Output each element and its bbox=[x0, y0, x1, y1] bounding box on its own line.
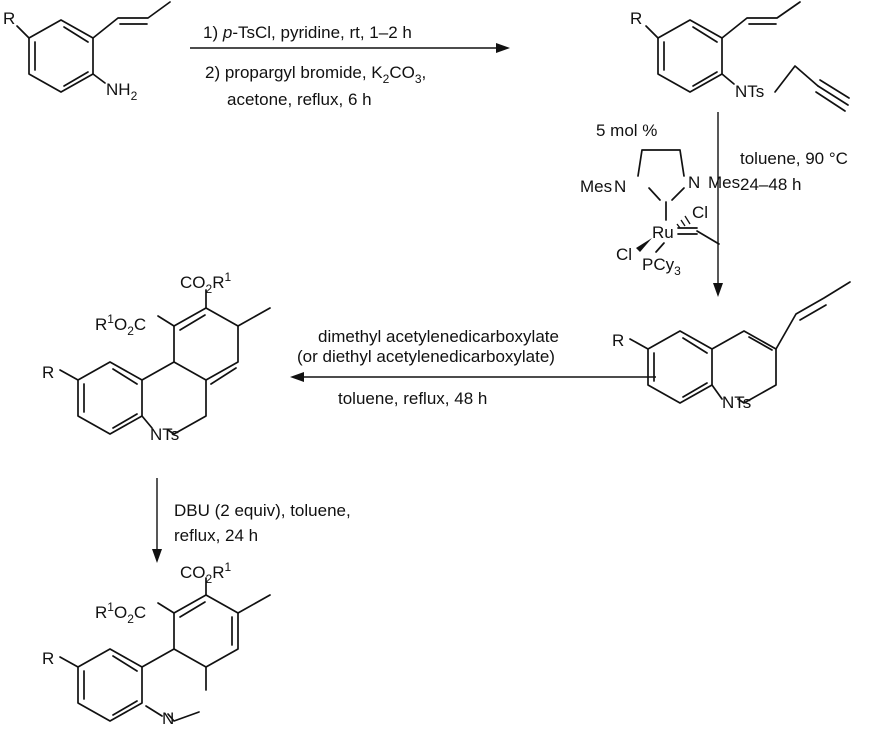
reaction-arrow-3 bbox=[290, 372, 656, 382]
nts-label: NTs bbox=[150, 425, 179, 444]
r-label: R bbox=[612, 331, 624, 350]
step-4-line-1: DBU (2 equiv), toluene, bbox=[174, 501, 351, 520]
n-label: N bbox=[162, 709, 174, 728]
reaction-arrow-1 bbox=[190, 43, 510, 53]
r1o2c-label: R1O2C bbox=[95, 600, 146, 626]
step-3-conditions: dimethyl acetylenedicarboxylate (or diet… bbox=[297, 327, 559, 408]
step-4-line-2: reflux, 24 h bbox=[174, 526, 258, 545]
step-1-conditions: 1) p-TsCl, pyridine, rt, 1–2 h 2) propar… bbox=[203, 23, 426, 109]
r-label: R bbox=[630, 9, 642, 28]
starting-aniline: R NH2 bbox=[3, 1, 171, 103]
grubbs-catalyst: 5 mol % Mes N N Mes Ru Cl Cl PCy3 bbox=[580, 121, 740, 278]
step-1-line-2: 2) propargyl bromide, K2CO3, bbox=[205, 63, 426, 86]
nts-label: NTs bbox=[722, 393, 751, 412]
cl-lower: Cl bbox=[616, 245, 632, 264]
step-4-conditions: DBU (2 equiv), toluene, reflux, 24 h bbox=[174, 501, 351, 545]
catalyst-loading: 5 mol % bbox=[596, 121, 657, 140]
mes-right: Mes bbox=[708, 173, 740, 192]
co2r1-label: CO2R1 bbox=[180, 270, 231, 296]
r-label: R bbox=[42, 649, 54, 668]
step-2-conditions: toluene, 90 °C 24–48 h bbox=[740, 149, 848, 194]
step-2-line-2: 24–48 h bbox=[740, 175, 801, 194]
pcy3-label: PCy3 bbox=[642, 255, 681, 278]
nts-label: NTs bbox=[735, 82, 764, 101]
r-label: R bbox=[3, 9, 15, 28]
step-3-line-3: toluene, reflux, 48 h bbox=[338, 389, 487, 408]
step-3-line-2: (or diethyl acetylenedicarboxylate) bbox=[297, 347, 555, 366]
step-1-line-1: 1) p-TsCl, pyridine, rt, 1–2 h bbox=[203, 23, 412, 42]
step-1-line-3: acetone, reflux, 6 h bbox=[227, 90, 372, 109]
n-left: N bbox=[614, 177, 626, 196]
r1o2c-label: R1O2C bbox=[95, 312, 146, 338]
reaction-arrow-2 bbox=[713, 112, 723, 297]
propargyl-sulfonamide: R NTs bbox=[630, 1, 850, 112]
phenanthridine-product: CO2R1 R1O2C R N bbox=[42, 560, 271, 728]
co2r1-label: CO2R1 bbox=[180, 560, 231, 586]
mes-left: Mes bbox=[580, 177, 612, 196]
n-right: N bbox=[688, 173, 700, 192]
step-3-line-1: dimethyl acetylenedicarboxylate bbox=[318, 327, 559, 346]
cl-upper: Cl bbox=[692, 203, 708, 222]
reaction-arrow-4 bbox=[152, 478, 162, 563]
step-2-line-1: toluene, 90 °C bbox=[740, 149, 848, 168]
dihydroquinoline-diene: R NTs bbox=[612, 281, 851, 412]
r-label: R bbox=[42, 363, 54, 382]
nh2-label: NH2 bbox=[106, 80, 138, 103]
ru-label: Ru bbox=[652, 223, 674, 242]
diels-alder-adduct: CO2R1 R1O2C R NTs bbox=[42, 270, 271, 444]
